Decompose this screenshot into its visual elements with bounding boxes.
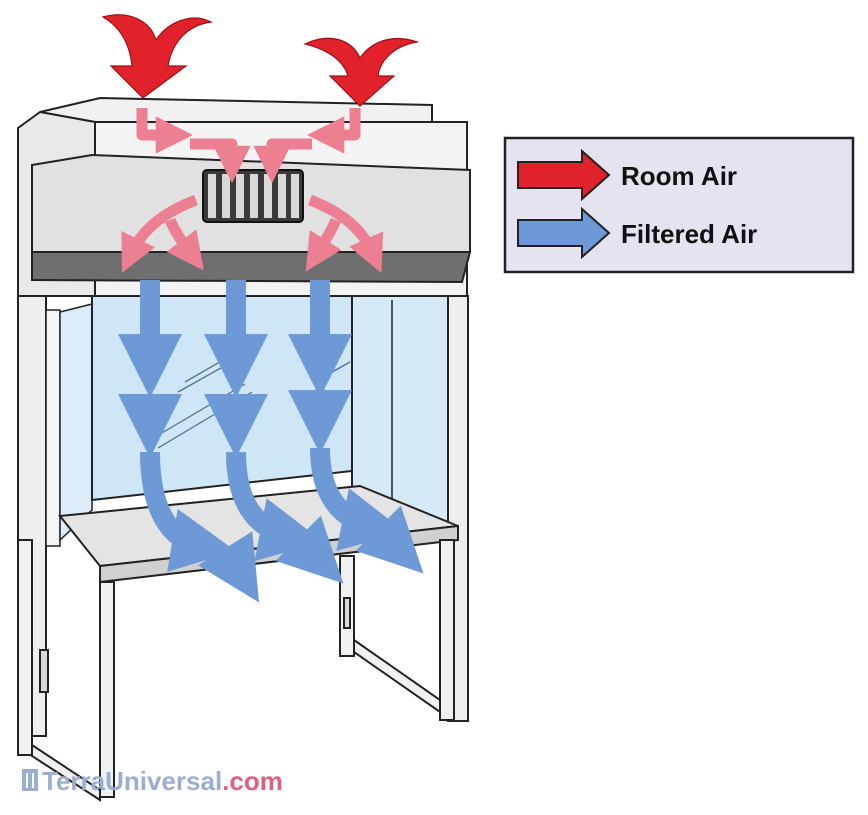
internal-air-arrow (307, 194, 384, 274)
blue-arrow-icon (517, 206, 611, 260)
internal-air-arrows (121, 108, 384, 274)
hepa-filter-band (31, 251, 472, 284)
terra-logo-icon (22, 769, 38, 791)
blower-fan-icon (202, 169, 304, 223)
internal-air-arrow (305, 217, 342, 272)
left-side-glass (59, 303, 93, 542)
room-air-arrow (303, 37, 420, 107)
red-arrow-icon (517, 148, 611, 202)
left-inner-post (45, 309, 61, 547)
legend-box (503, 136, 855, 274)
internal-air-arrow (253, 138, 312, 184)
internal-air-arrow (164, 217, 204, 271)
filtered-air-arrow (140, 451, 236, 572)
hood-top-lid (39, 96, 433, 123)
room-air-arrows (101, 14, 420, 107)
filtered-air-arrow (275, 515, 344, 584)
svg-text:TerraUniversal.com: TerraUniversal.com (42, 766, 283, 796)
room-air-arrow (101, 14, 213, 99)
legend-label-room-air: Room Air (621, 161, 737, 191)
brand-name: TerraUniversal (42, 766, 222, 796)
legend: Room Air Filtered Air (503, 136, 855, 274)
legend-label-filtered-air: Filtered Air (621, 219, 757, 249)
internal-air-arrow (136, 108, 194, 154)
brand-domain: .com (222, 766, 283, 796)
hood-unit (17, 96, 472, 297)
stand-frame (17, 539, 455, 802)
brand-watermark: TerraUniversal.com (22, 766, 283, 796)
filtered-air-arrow (355, 505, 424, 574)
internal-air-arrow (190, 138, 251, 184)
internal-air-arrow (121, 194, 198, 273)
filtered-air-arrows (118, 280, 424, 603)
internal-air-arrow (306, 108, 361, 154)
filtered-air-arrow (198, 531, 260, 603)
